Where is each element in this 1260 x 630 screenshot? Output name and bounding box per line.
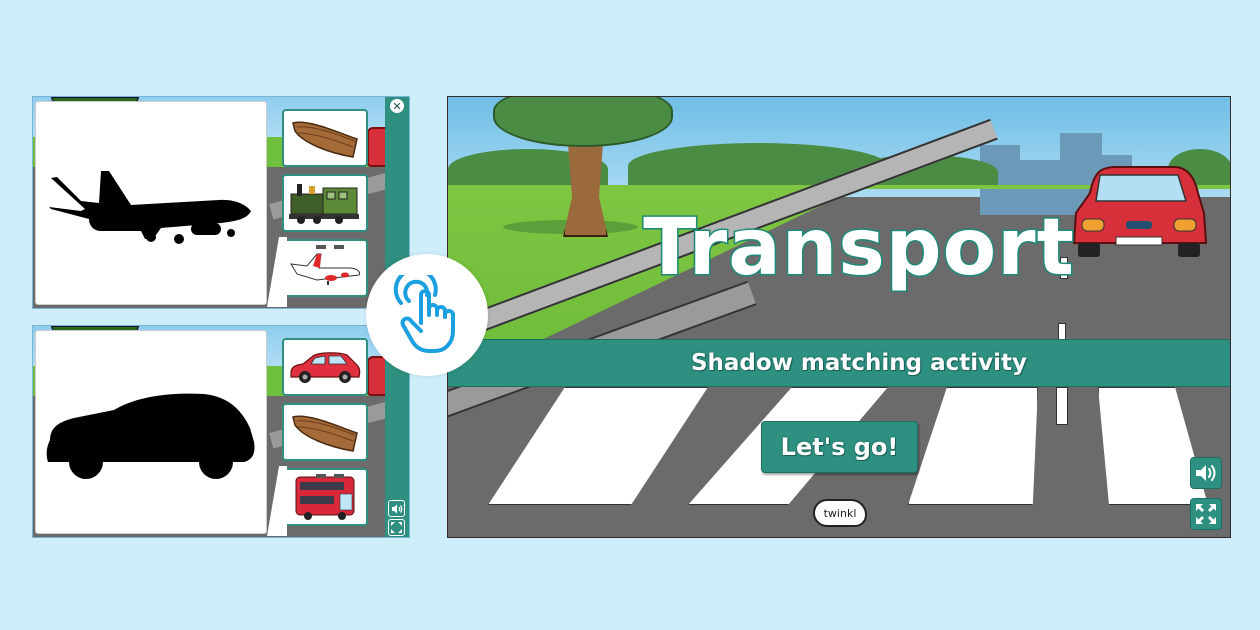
subtitle-banner: Shadow matching activity (448, 339, 1230, 387)
tree-canopy (493, 97, 673, 147)
twinkl-logo: twinkl (813, 499, 867, 527)
fullscreen-button[interactable] (1190, 498, 1222, 530)
close-icon: ✕ (392, 99, 402, 113)
double-decker-bus-icon (295, 476, 355, 520)
subtitle-text: Shadow matching activity (690, 350, 1028, 376)
page-title: Transport (642, 202, 1076, 295)
tap-hand-icon (393, 275, 455, 353)
car-silhouette-icon (46, 393, 255, 479)
lets-go-button[interactable]: Let's go! (761, 421, 918, 473)
wooden-boat-icon (292, 121, 358, 158)
option-divider (316, 463, 352, 478)
crossing-stripe (488, 387, 708, 505)
steam-train-icon (289, 184, 359, 224)
tap-badge (366, 254, 488, 376)
option-boat[interactable] (282, 109, 368, 167)
red-car-image (1072, 166, 1208, 257)
fullscreen-icon (1196, 504, 1216, 524)
speaker-icon (1196, 465, 1216, 481)
lane-dash (1060, 257, 1068, 279)
sound-button[interactable] (388, 500, 405, 517)
wooden-boat-icon (292, 415, 358, 452)
shadow-card (35, 330, 267, 534)
speaker-icon (391, 504, 402, 513)
option-bus[interactable] (282, 468, 368, 526)
option-boat[interactable] (282, 403, 368, 461)
lane-dash (1056, 387, 1068, 425)
close-button[interactable]: ✕ (388, 97, 406, 115)
red-car-icon (290, 352, 361, 383)
option-divider (316, 234, 352, 249)
airplane-icon (290, 253, 360, 285)
shadow-card (35, 101, 267, 305)
option-car[interactable] (282, 338, 368, 396)
airplane-silhouette-icon (49, 171, 251, 244)
option-airplane[interactable] (282, 239, 368, 297)
sound-button[interactable] (1190, 457, 1222, 489)
activity-title-screen: Transport Shadow matching activity Let's… (447, 96, 1231, 538)
crossing-stripe (908, 387, 1038, 505)
preview-panel-airplane: ✕ (32, 96, 410, 309)
fullscreen-button[interactable] (388, 519, 405, 536)
preview-panel-car (32, 325, 410, 538)
fullscreen-icon (391, 522, 402, 533)
option-train[interactable] (282, 174, 368, 232)
